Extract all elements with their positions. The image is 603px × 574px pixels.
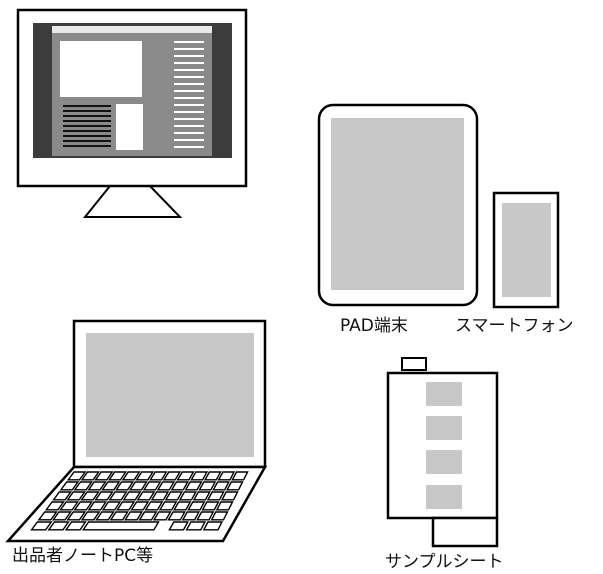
keyboard-key	[94, 491, 114, 501]
keyboard-key	[181, 511, 201, 521]
keyboard-key	[87, 501, 108, 511]
keyboard-key	[215, 501, 234, 511]
keyboard-key	[202, 521, 224, 531]
keyboard-key	[158, 501, 178, 511]
keyboard-key	[190, 471, 209, 481]
keyboard-key	[52, 491, 73, 501]
keyboard-key	[44, 501, 65, 511]
keyboard-key	[150, 491, 170, 501]
keyboard-key	[201, 501, 220, 511]
keyboard-key	[66, 511, 87, 521]
keyboard-key	[109, 511, 129, 521]
keyboard-key	[66, 491, 86, 501]
keyboard-key	[130, 501, 150, 511]
label-pad: PAD端末	[340, 316, 408, 336]
keyboard-key	[142, 481, 162, 491]
keyboard-key	[206, 491, 225, 501]
keyboard-key	[94, 471, 114, 481]
keyboard-key	[87, 481, 107, 491]
keyboard-key	[128, 481, 148, 491]
keyboard-key	[144, 501, 164, 511]
keyboard-key	[107, 471, 128, 481]
keyboard-key	[176, 471, 195, 481]
keyboard-key	[73, 481, 93, 491]
keyboard-key	[149, 471, 168, 481]
keyboard-key	[231, 471, 249, 481]
keyboard-key	[156, 481, 176, 491]
keyboard-key	[167, 511, 186, 521]
keyboard-key	[203, 471, 222, 481]
keyboard-key	[164, 491, 184, 501]
keyboard-key	[59, 501, 79, 511]
keyboard-key	[80, 511, 101, 521]
keyboard-key	[168, 521, 189, 531]
keyboard-key	[37, 511, 58, 521]
keyboard-key	[226, 481, 244, 491]
keyboard-key	[51, 511, 72, 521]
keyboard-key	[152, 511, 172, 521]
keyboard-key	[192, 491, 211, 501]
keyboard-key	[73, 501, 94, 511]
keyboard-key	[95, 511, 115, 521]
keyboard-key	[66, 471, 87, 481]
keyboard-key	[210, 511, 229, 521]
keyboard-key	[220, 491, 239, 501]
keyboard-key	[138, 511, 158, 521]
keyboard-key	[101, 501, 122, 511]
keyboard-key	[185, 521, 207, 531]
keyboard-key	[184, 481, 203, 491]
keyboard-key	[101, 481, 121, 491]
keyboard-key	[178, 491, 197, 501]
keyboard-key	[212, 481, 230, 491]
keyboard-key	[121, 471, 141, 481]
keyboard-key	[172, 501, 192, 511]
keyboard-key	[170, 481, 189, 491]
keyboard-key	[30, 521, 53, 531]
label-laptop: 出品者ノートPC等	[12, 546, 154, 566]
keyboard-key	[162, 471, 182, 481]
keyboard-key	[80, 491, 100, 501]
keyboard-key	[47, 521, 70, 531]
keyboard-key	[198, 481, 217, 491]
keyboard-key	[196, 511, 215, 521]
label-sample-sheet: サンプルシート	[385, 552, 504, 572]
keyboard-key	[122, 491, 142, 501]
keyboard-key	[136, 491, 156, 501]
keyboard-key	[59, 481, 80, 491]
keyboard-key	[80, 471, 100, 481]
keyboard-key	[135, 471, 155, 481]
keyboard-key	[115, 481, 135, 491]
keyboard-key	[108, 491, 128, 501]
keyboard-key	[81, 521, 160, 531]
label-smartphone: スマートフォン	[455, 316, 574, 336]
keyboard-key	[124, 511, 144, 521]
keyboard-key	[187, 501, 206, 511]
keyboard-key	[116, 501, 136, 511]
keyboard-key	[64, 521, 87, 531]
keyboard-key	[217, 471, 236, 481]
